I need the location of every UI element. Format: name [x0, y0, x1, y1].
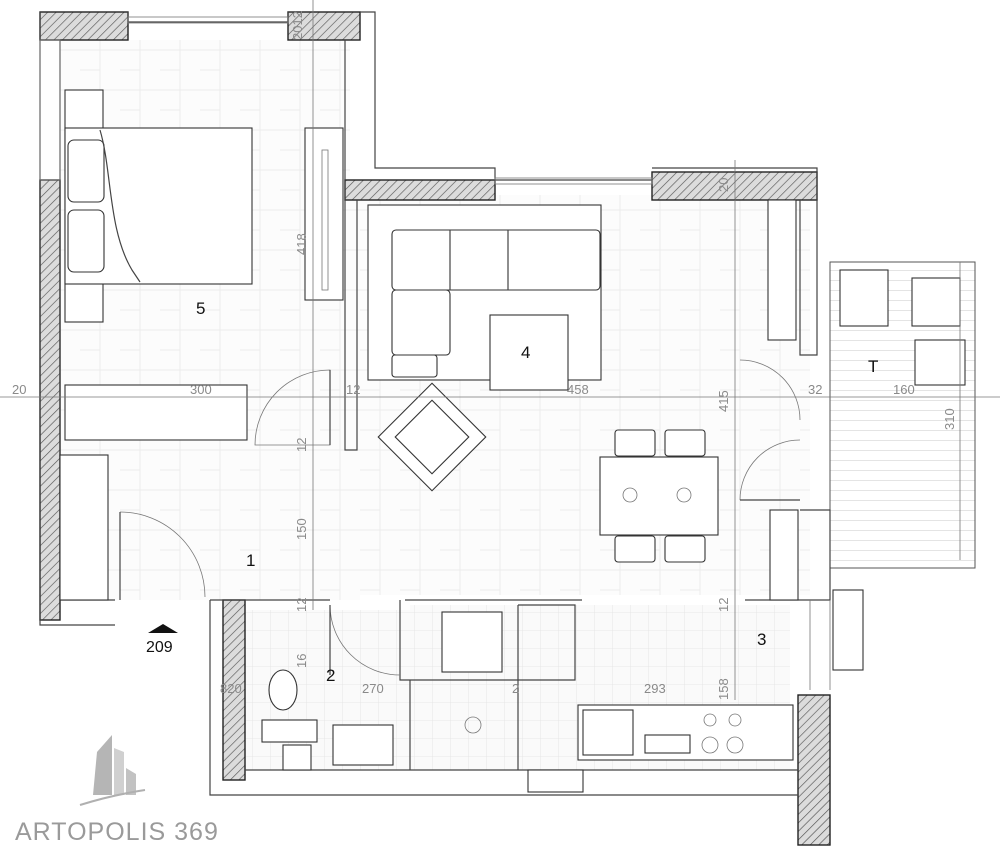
bath-sink — [332, 724, 394, 766]
room-label-terrace: T — [868, 357, 878, 376]
wall-living-top-left — [344, 179, 496, 201]
vanity — [261, 719, 318, 743]
level-triangle-icon — [148, 624, 178, 633]
room-label-5: 5 — [196, 299, 205, 318]
terrace-furniture — [832, 269, 966, 671]
logo-text: ARTOPOLIS 369 — [15, 818, 219, 846]
terrace-chair-2 — [911, 277, 961, 327]
wardrobe-2 — [64, 384, 248, 441]
dim-12: 12 — [346, 382, 360, 397]
dim-820: 820 — [220, 681, 242, 696]
terrace-chair-3 — [914, 339, 966, 386]
dishwasher — [644, 734, 691, 754]
terrace-chair-1 — [839, 269, 889, 327]
washer — [441, 611, 503, 673]
dim-458: 458 — [567, 382, 589, 397]
wardrobe — [304, 127, 344, 301]
dim-300: 300 — [190, 382, 212, 397]
dim-20-b: 20 — [716, 178, 731, 192]
artopolis-logo: ARTOPOLIS 369 — [15, 735, 219, 846]
logo-building-icon — [93, 735, 112, 795]
bedroom-furniture — [59, 89, 344, 601]
hall-floor — [60, 440, 360, 600]
level-value: 209 — [146, 639, 173, 656]
dim-12-b: 12 — [294, 438, 309, 452]
wall-living-top-right — [651, 171, 818, 201]
dim-418: 418 — [294, 233, 309, 255]
dim-158: 158 — [716, 678, 731, 700]
kitchen-fixtures — [527, 704, 794, 793]
shelf — [527, 769, 584, 793]
wall-left — [39, 179, 61, 621]
dim-150: 150 — [294, 518, 309, 540]
toilet — [268, 669, 298, 711]
dim-2012: 2012 — [290, 11, 305, 40]
wall-top-right — [287, 11, 361, 41]
pillow-2 — [67, 209, 105, 273]
shower-drain — [464, 716, 482, 734]
dim-2: 2 — [512, 681, 519, 696]
level-marker: 209 — [146, 624, 178, 656]
wall-kitchen-right — [797, 694, 831, 846]
kitchen-sink — [582, 709, 634, 756]
pillow-1 — [67, 139, 105, 203]
dim-310: 310 — [942, 408, 957, 430]
dim-160: 160 — [893, 382, 915, 397]
dim-20: 20 — [12, 382, 26, 397]
room-label-1: 1 — [246, 551, 255, 570]
dim-16: 16 — [294, 654, 309, 668]
room-labels: 1 2 3 4 5 T — [196, 299, 878, 685]
cabinet-right — [767, 199, 797, 341]
room-label-3: 3 — [757, 630, 766, 649]
sofa-back — [391, 229, 601, 291]
dim-12-d: 12 — [716, 598, 731, 612]
bathroom-fixtures — [261, 611, 503, 771]
terrace-side-table — [832, 589, 864, 671]
room-label-4: 4 — [521, 343, 530, 362]
dimension-lines — [0, 0, 1000, 700]
dim-32: 32 — [808, 382, 822, 397]
coffee-table — [489, 314, 569, 391]
armchair — [377, 382, 487, 492]
dim-293: 293 — [644, 681, 666, 696]
dining-table — [599, 456, 719, 536]
sofa-chaise — [391, 289, 451, 356]
room-label-2: 2 — [326, 666, 335, 685]
wall-top-left — [39, 11, 129, 41]
windows — [39, 16, 653, 185]
cabinet-right-2 — [769, 509, 799, 601]
dim-270: 270 — [362, 681, 384, 696]
living-furniture — [367, 199, 799, 601]
dimension-labels: 20 300 12 458 32 160 2012 418 12 150 12 … — [12, 11, 957, 700]
dim-12-c: 12 — [294, 598, 309, 612]
dim-415: 415 — [716, 390, 731, 412]
shoe-cabinet — [59, 454, 109, 601]
